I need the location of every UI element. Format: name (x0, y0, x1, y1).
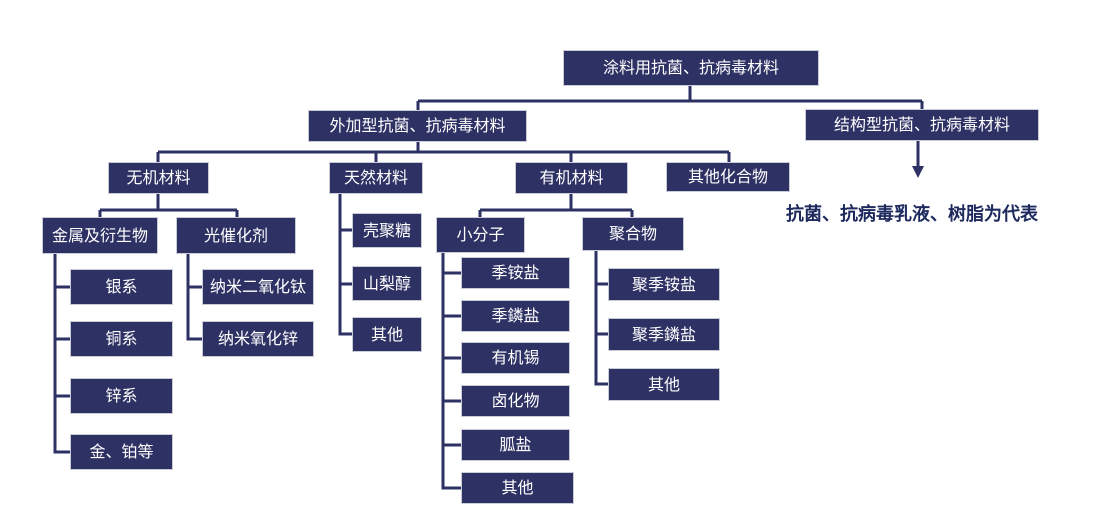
node-structural-type: 结构型抗菌、抗病毒材料 (805, 109, 1039, 141)
node-nano-zno: 纳米氧化锌 (202, 321, 314, 357)
node-root: 涂料用抗菌、抗病毒材料 (563, 50, 819, 86)
node-metal-derivatives: 金属及衍生物 (42, 217, 158, 254)
connector-organic (478, 194, 634, 217)
structural-note: 抗菌、抗病毒乳液、树脂为代表 (786, 204, 1038, 225)
connector-natural (338, 194, 352, 336)
node-guanidine: 胍盐 (461, 429, 570, 461)
node-polymer: 聚合物 (582, 217, 684, 251)
node-polymer-other: 其他 (608, 368, 720, 401)
node-natural-other: 其他 (352, 317, 422, 352)
connector-metal (53, 254, 70, 454)
node-zinc: 锌系 (70, 378, 173, 414)
node-small-other: 其他 (461, 472, 574, 504)
connector-external (156, 142, 731, 162)
node-sorbitol: 山梨醇 (352, 266, 422, 301)
arrow-head-icon (912, 166, 924, 178)
connector-small-molecule (441, 253, 461, 490)
node-quaternary-phosphonium: 季鏻盐 (461, 300, 570, 332)
node-halide: 卤化物 (461, 385, 570, 417)
node-poly-quaternary-phosphonium: 聚季鏻盐 (608, 318, 720, 351)
node-silver: 银系 (70, 269, 173, 305)
connector-inorganic (98, 194, 239, 217)
node-quaternary-ammonium: 季铵盐 (461, 257, 570, 289)
node-external-type: 外加型抗菌、抗病毒材料 (308, 110, 527, 142)
connector-photocatalyst (186, 254, 202, 341)
node-photocatalyst: 光催化剂 (176, 217, 296, 254)
node-nano-tio2: 纳米二氧化钛 (202, 269, 314, 305)
node-poly-quaternary-ammonium: 聚季铵盐 (608, 268, 720, 301)
node-organic: 有机材料 (515, 162, 628, 194)
node-natural: 天然材料 (329, 162, 423, 194)
connector-polymer (594, 251, 608, 386)
node-inorganic: 无机材料 (108, 162, 209, 194)
node-other-compound: 其他化合物 (666, 162, 790, 192)
node-gold-platinum: 金、铂等 (70, 434, 173, 470)
node-small-molecule: 小分子 (436, 217, 525, 253)
node-copper: 铜系 (70, 321, 173, 357)
connector-root (416, 86, 924, 110)
node-organotin: 有机锡 (461, 342, 570, 374)
node-chitosan: 壳聚糖 (352, 213, 422, 248)
